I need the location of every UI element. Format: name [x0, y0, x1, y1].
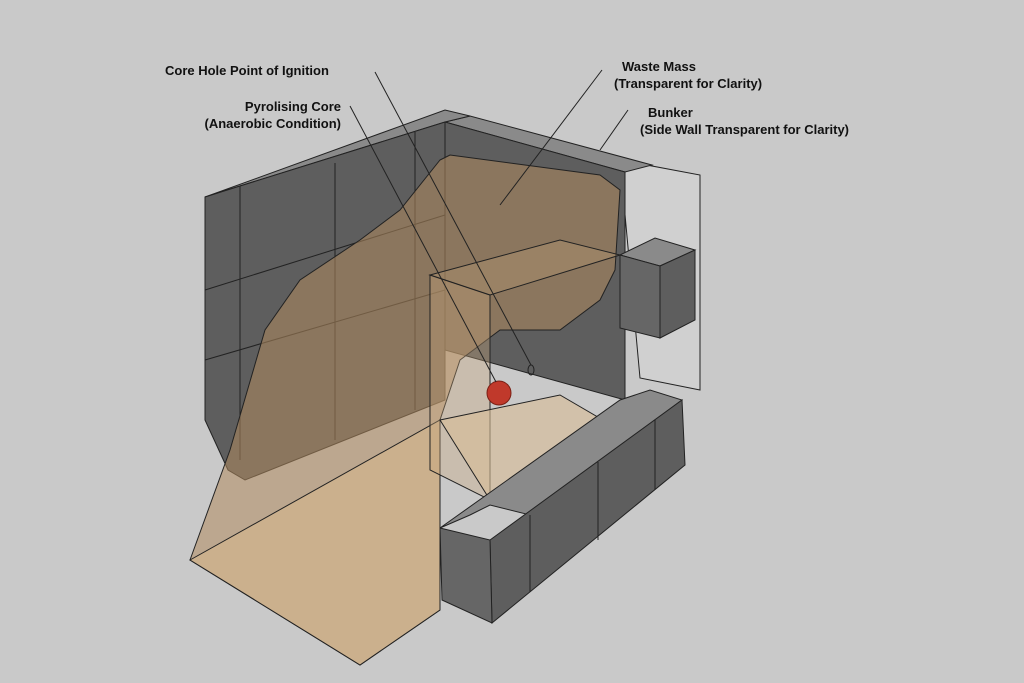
label-bunker-line2: (Side Wall Transparent for Clarity): [640, 122, 850, 137]
ignition-point: [486, 380, 512, 406]
waste-floor: [189, 419, 441, 666]
label-pyrolising-core-line1: Pyrolising Core: [244, 99, 341, 114]
front-wall-end: [439, 527, 493, 624]
label-waste-mass: Waste Mass (Transparent for Clarity): [614, 58, 762, 92]
label-pyrolising-core-line2: (Anaerobic Condition): [204, 116, 342, 131]
leader-waste-mass: [499, 69, 603, 206]
leader-bunker: [599, 109, 629, 151]
label-bunker-line1: Bunker: [648, 105, 693, 120]
label-bunker: Bunker (Side Wall Transparent for Clarit…: [640, 104, 849, 138]
label-core-hole: Core Hole Point of Ignition: [165, 63, 329, 78]
label-pyrolising-core: Pyrolising Core (Anaerobic Condition): [205, 98, 342, 132]
label-waste-mass-line1: Waste Mass: [622, 59, 696, 74]
side-block-front: [619, 254, 661, 339]
core-cutaway-top: [428, 239, 622, 296]
leader-pyrolising-core: [349, 105, 497, 383]
label-waste-mass-line2: (Transparent for Clarity): [614, 76, 763, 91]
leader-core-hole: [374, 71, 532, 366]
